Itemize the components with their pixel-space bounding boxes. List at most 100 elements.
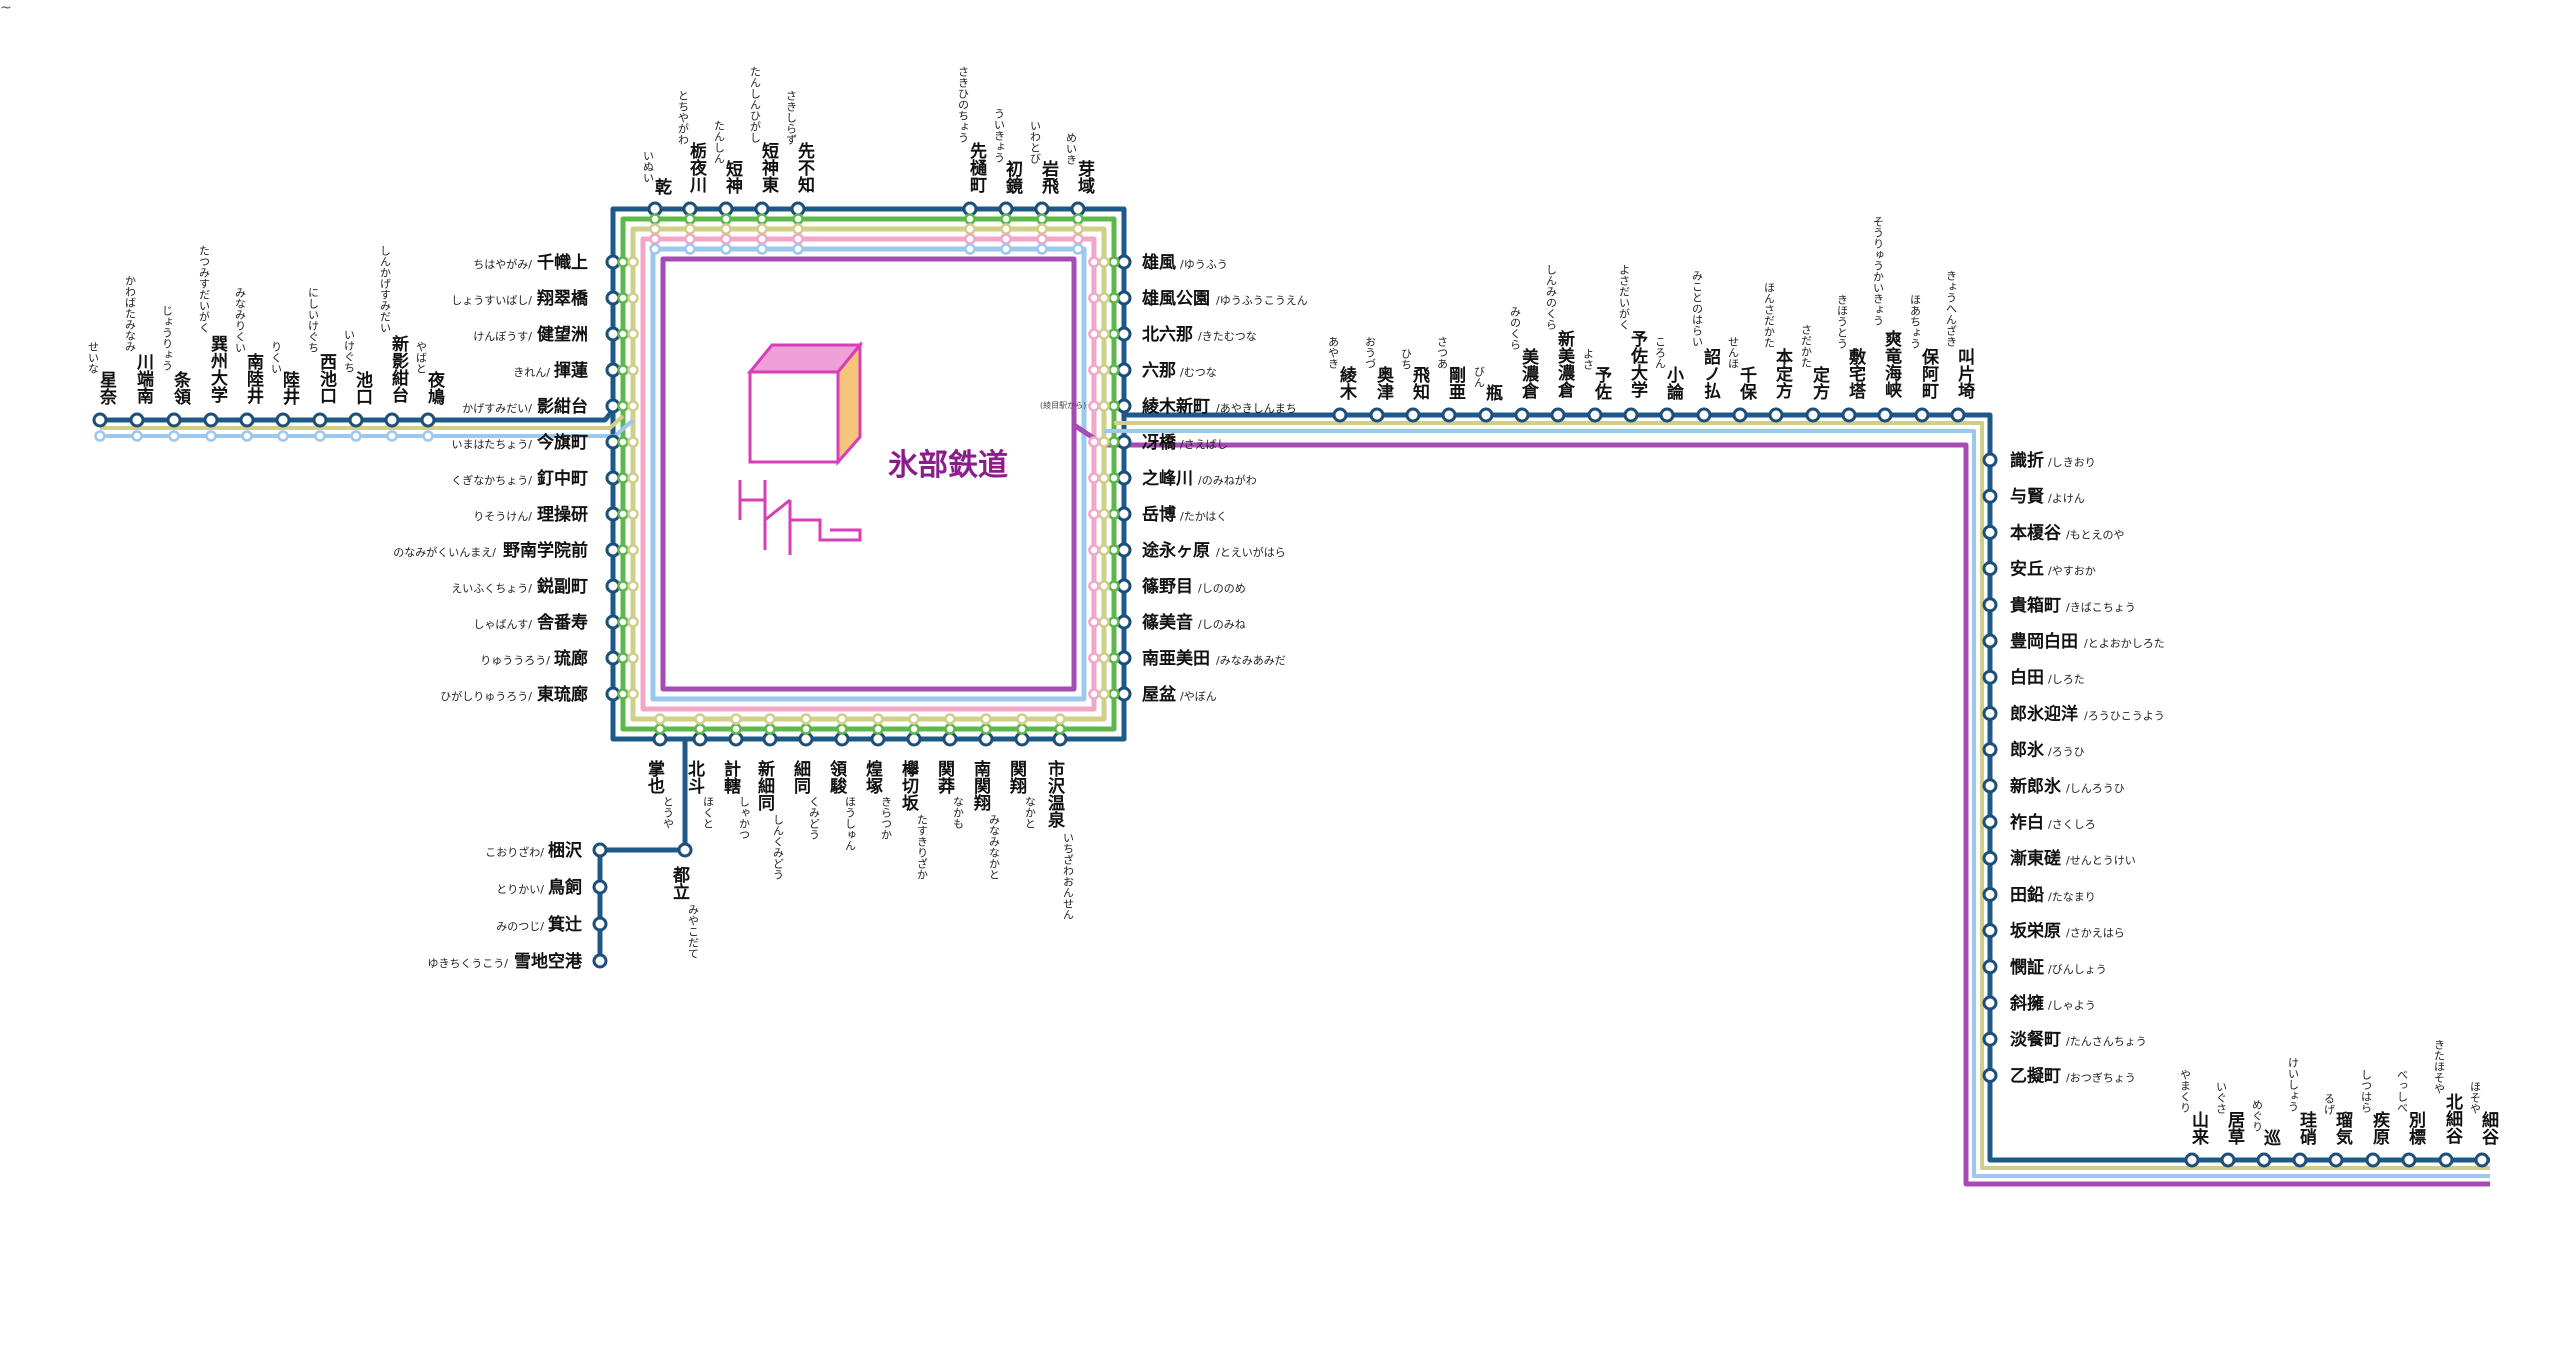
station-kana-capital: みやこだて [687,904,700,959]
station-dot-top [962,201,978,217]
station-dot-east [1587,407,1603,423]
transfer-dot [1088,328,1100,340]
transfer-dot [1108,292,1120,304]
station-kana-left: きれん/ [513,366,550,379]
station-dot-south [1982,923,1998,939]
station-dot-west [203,412,219,428]
station-name-west: 池口 [352,370,373,405]
station-name-south: 識折 [2010,450,2044,471]
station-kana-east: ほんさだかた [1763,282,1776,348]
station-kana-east: ころん [1654,336,1667,369]
station-dot-left [605,326,621,342]
station-dot-far [2220,1152,2236,1168]
station-dot-airport [592,879,608,895]
station-kana-top: さきしらず [785,90,798,145]
transfer-dot [1036,213,1048,225]
station-kana-right: /きたむつな [1198,330,1257,343]
station-name-right: 南亜美田 [1142,648,1210,669]
west-line-khaki [100,414,625,430]
station-name-right: 六那 [1142,360,1176,381]
transfer-dot [617,328,629,340]
station-kana-east: そうりゅうかいきょう [1872,216,1885,326]
station-dot-left [605,578,621,594]
station-name-bottom: 計轄 [720,759,741,795]
transfer-dot [792,213,804,225]
station-dot-top [718,201,734,217]
station-name-right: 雄風 [1141,252,1176,273]
station-name-south: 斜擁 [2009,993,2044,1014]
transfer-dot [720,223,732,235]
station-dot-right [1116,542,1132,558]
ring-line-purple [660,256,1077,692]
station-name-east: 小論 [1663,366,1684,401]
station-name-left: 野南学院前 [503,540,588,561]
transfer-dot [131,430,143,442]
station-dot-east [1332,407,1348,423]
transfer-dot [1088,652,1100,664]
station-dot-east [1405,407,1421,423]
station-name-east: 綾木 [1336,365,1358,401]
transfer-dot [627,256,639,268]
station-kana-top: いわとび [1029,120,1042,164]
transfer-dot [908,723,920,735]
transfer-dot [627,400,639,412]
station-name-airport: 梱沢 [548,840,583,861]
station-dot-bottom [798,731,814,747]
station-dot-far [2292,1152,2308,1168]
station-dot-east [1441,407,1457,423]
station-name-far: 瑠気 [2332,1110,2354,1146]
transfer-dot [1098,328,1110,340]
station-dot-far [2184,1152,2200,1168]
transfer-dot [792,233,804,245]
ring-line-pink [640,236,1097,712]
station-kana-airport: こおりざわ/ [485,845,544,859]
transfer-dot [1088,544,1100,556]
station-name-top: 先不知 [794,141,816,194]
transfer-dot [627,688,639,700]
station-kana-south: /おつぎちょう [2066,1070,2136,1084]
station-kana-west: りくい [270,341,283,374]
transfer-dot [764,713,776,725]
station-name-bottom: 関莽 [934,760,955,795]
transfer-dot [617,652,629,664]
station-dot-east [1514,407,1530,423]
transfer-dot [1088,256,1100,268]
station-kana-left: くぎなかちょう/ [451,473,532,487]
station-name-right: 北六那 [1142,324,1193,345]
transfer-dot [1108,544,1120,556]
transfer-dot [627,472,639,484]
station-dot-left [605,506,621,522]
station-kana-left: しゃばんす/ [474,618,533,631]
station-kana-bottom: とうや [662,796,675,829]
station-dot-east [1805,407,1821,423]
transfer-dot [1088,436,1100,448]
transfer-dot [627,328,639,340]
station-name-far: 別標 [2405,1111,2427,1146]
station-kana-east: ひち [1400,348,1413,370]
station-kana-right: /とえいがはら [1216,545,1286,559]
station-kana-west: いけぐち [343,329,356,373]
station-name-far: 巡 [2260,1129,2281,1147]
transfer-note: (綾目駅から) [1040,400,1086,410]
station-dot-left [605,650,621,666]
station-kana-bottom: いちざわおんせん [1062,832,1075,920]
transfer-dot [241,430,253,442]
station-dot-bottom [652,731,668,747]
transfer-dot [627,544,639,556]
transfer-dot [756,243,768,255]
transfer-dot [1000,233,1012,245]
transfer-dot [792,243,804,255]
transfer-dot [694,713,706,725]
east-line-navy [1124,412,2490,1163]
logo-cube-side [836,340,862,466]
station-dot-east [1369,407,1385,423]
station-dot-top [754,201,770,217]
station-kana-east: せんほ [1727,336,1740,369]
station-kana-south: /ろうひこうよう [2084,709,2165,722]
transfer-dot [964,223,976,235]
transfer-dot [649,243,661,255]
station-name-south: 郎氷迎洋 [2010,703,2078,724]
station-dot-south [1982,452,1998,468]
station-kana-far: めぐり [2251,1099,2264,1132]
